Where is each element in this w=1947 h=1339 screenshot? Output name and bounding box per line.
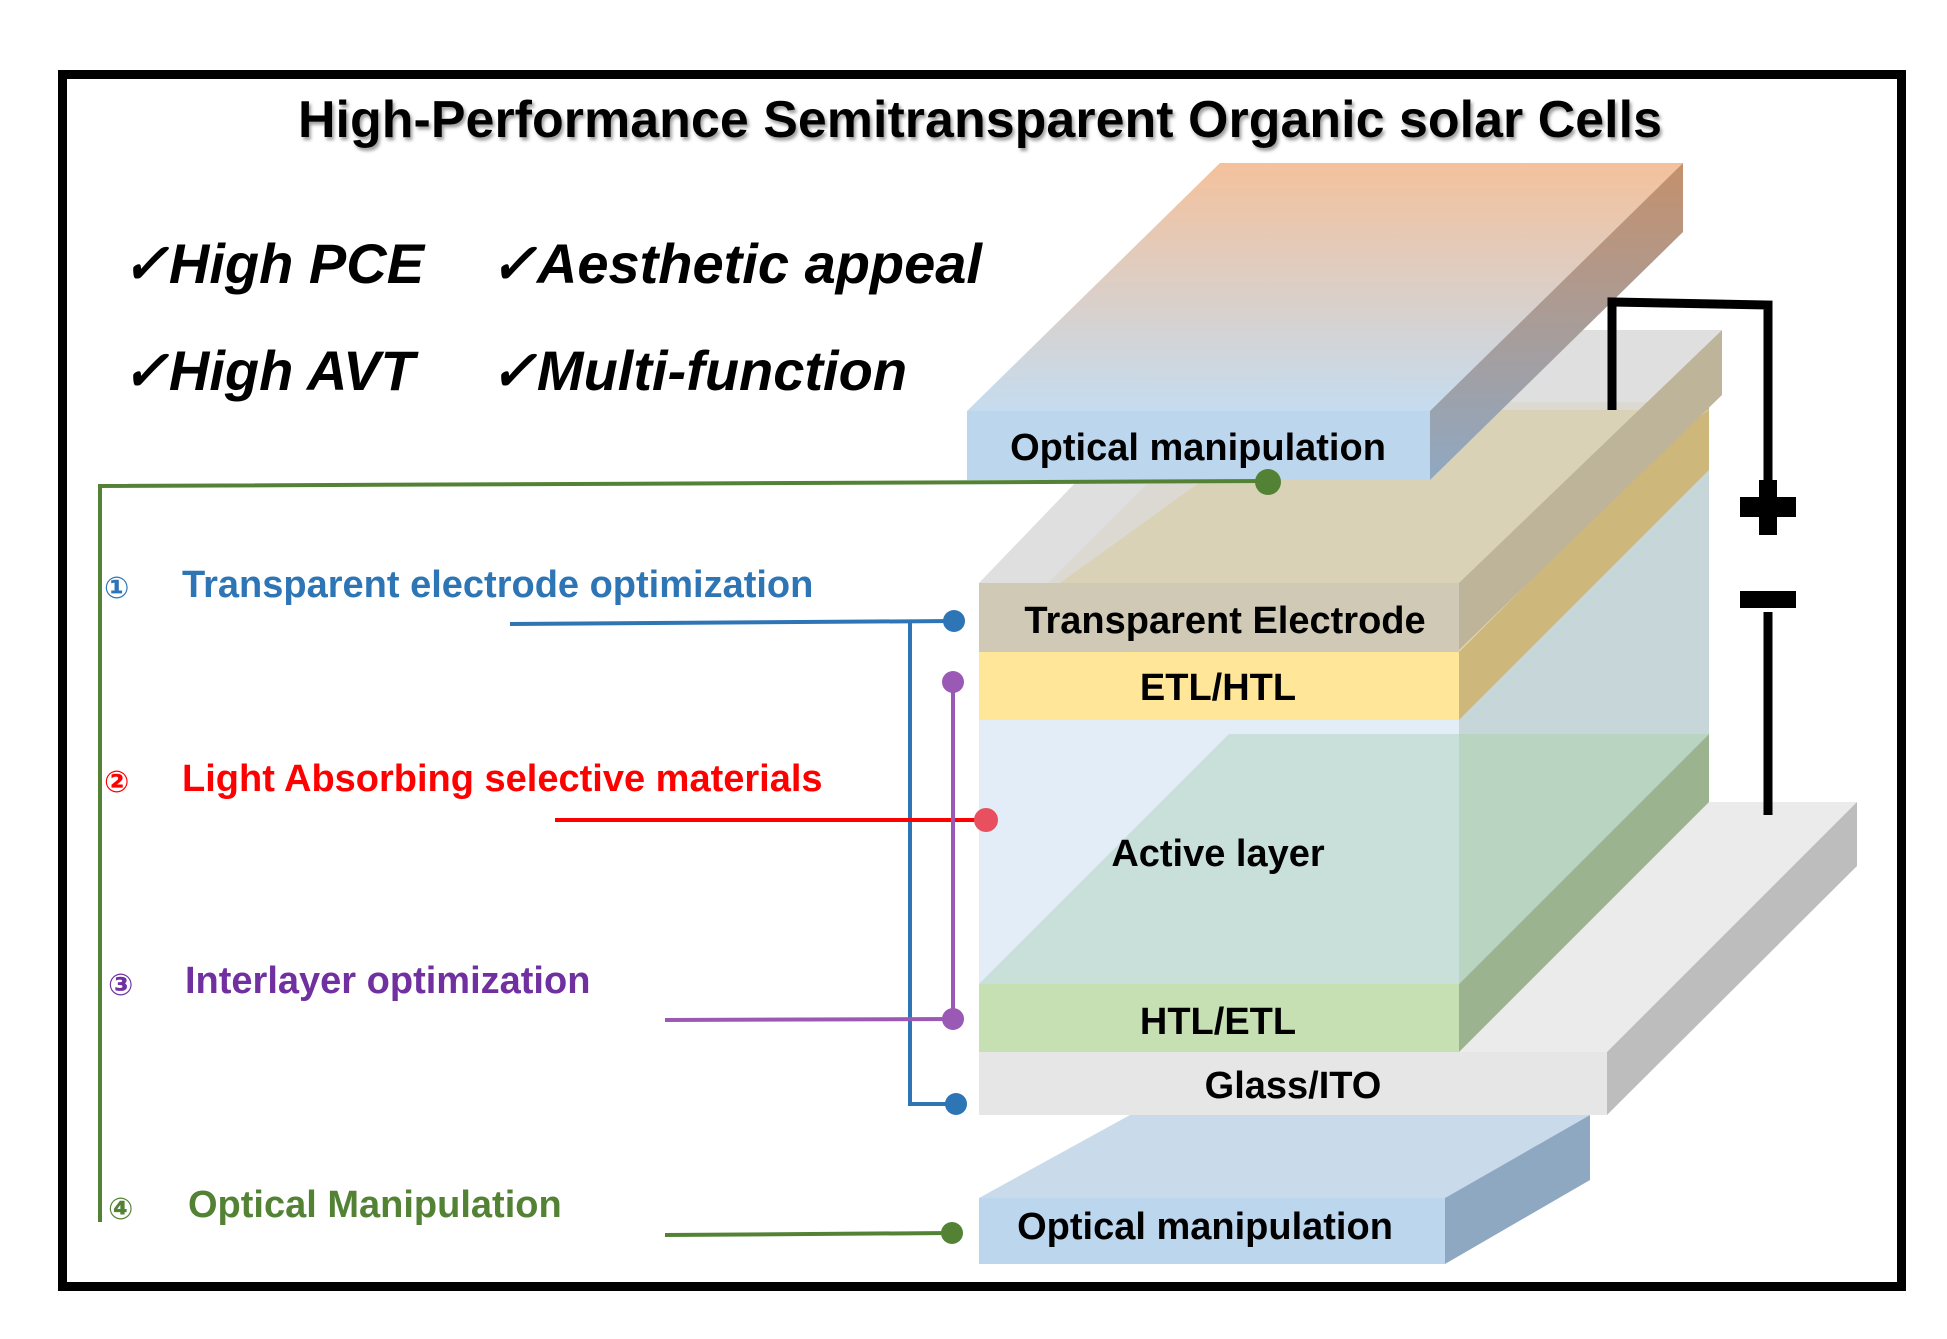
number-badge-2: ②	[104, 765, 129, 800]
connector-dot	[941, 1222, 963, 1244]
connector-dot	[945, 1093, 967, 1115]
check-icon: ✓	[490, 232, 538, 295]
number-badge-3: ③	[108, 968, 133, 1003]
check-icon: ✓	[122, 339, 170, 402]
strategy-4-label: Optical Manipulation	[188, 1184, 562, 1226]
layer-stack: HTL/ETL Active layer ETL/HTL Transparent…	[979, 330, 1722, 1052]
minus-terminal	[1740, 591, 1796, 608]
plus-terminal-v	[1759, 480, 1777, 535]
feature-label: Aesthetic appeal	[535, 232, 983, 295]
glass-ito-label: Glass/ITO	[1205, 1065, 1382, 1107]
strategy-2-label: Light Absorbing selective materials	[182, 758, 823, 800]
feature-label: High PCE	[169, 232, 426, 295]
figure-border	[58, 70, 1906, 1291]
feature-high-avt: ✓High AVT	[122, 339, 419, 402]
connector-dot	[974, 808, 998, 832]
layer-top-optical: Optical manipulation	[967, 163, 1683, 480]
circuit	[1607, 297, 1796, 815]
number-badge-4: ④	[108, 1192, 133, 1227]
feature-multi-function: ✓Multi-function	[490, 339, 907, 402]
connector-dot	[1255, 469, 1281, 495]
number-badge-1: ①	[104, 571, 129, 606]
top-optical-label: Optical manipulation	[1010, 427, 1386, 469]
strategy-3: ③ Interlayer optimization	[108, 671, 964, 1030]
feature-high-pce: ✓High PCE	[122, 232, 426, 295]
layer-bottom-optical: Optical manipulation	[979, 1115, 1590, 1264]
etl-htl-label: ETL/HTL	[1140, 667, 1296, 709]
feature-list: ✓High PCE ✓Aesthetic appeal ✓High AVT ✓M…	[122, 232, 983, 402]
layer-active: Active layer	[979, 470, 1709, 984]
strategy-4: ④ Optical Manipulation	[98, 469, 1281, 1244]
connector-dot	[943, 610, 965, 632]
strategy-1: ① Transparent electrode optimization	[104, 564, 967, 1115]
active-layer-label: Active layer	[1111, 833, 1325, 875]
check-icon: ✓	[490, 339, 538, 402]
connector-dot	[942, 1008, 964, 1030]
htl-etl-label: HTL/ETL	[1140, 1001, 1296, 1043]
strategy-1-label: Transparent electrode optimization	[182, 564, 813, 606]
strategy-3-label: Interlayer optimization	[185, 960, 590, 1002]
feature-label: High AVT	[169, 339, 420, 402]
strategy-2: ② Light Absorbing selective materials	[104, 758, 998, 832]
figure-title: High-Performance Semitransparent Organic…	[298, 91, 1662, 149]
feature-label: Multi-function	[537, 339, 907, 402]
connector-dot	[942, 671, 964, 693]
transparent-electrode-label: Transparent Electrode	[1024, 600, 1425, 642]
check-icon: ✓	[122, 232, 170, 295]
feature-aesthetic-appeal: ✓Aesthetic appeal	[490, 232, 983, 295]
bottom-optical-label: Optical manipulation	[1017, 1206, 1393, 1248]
